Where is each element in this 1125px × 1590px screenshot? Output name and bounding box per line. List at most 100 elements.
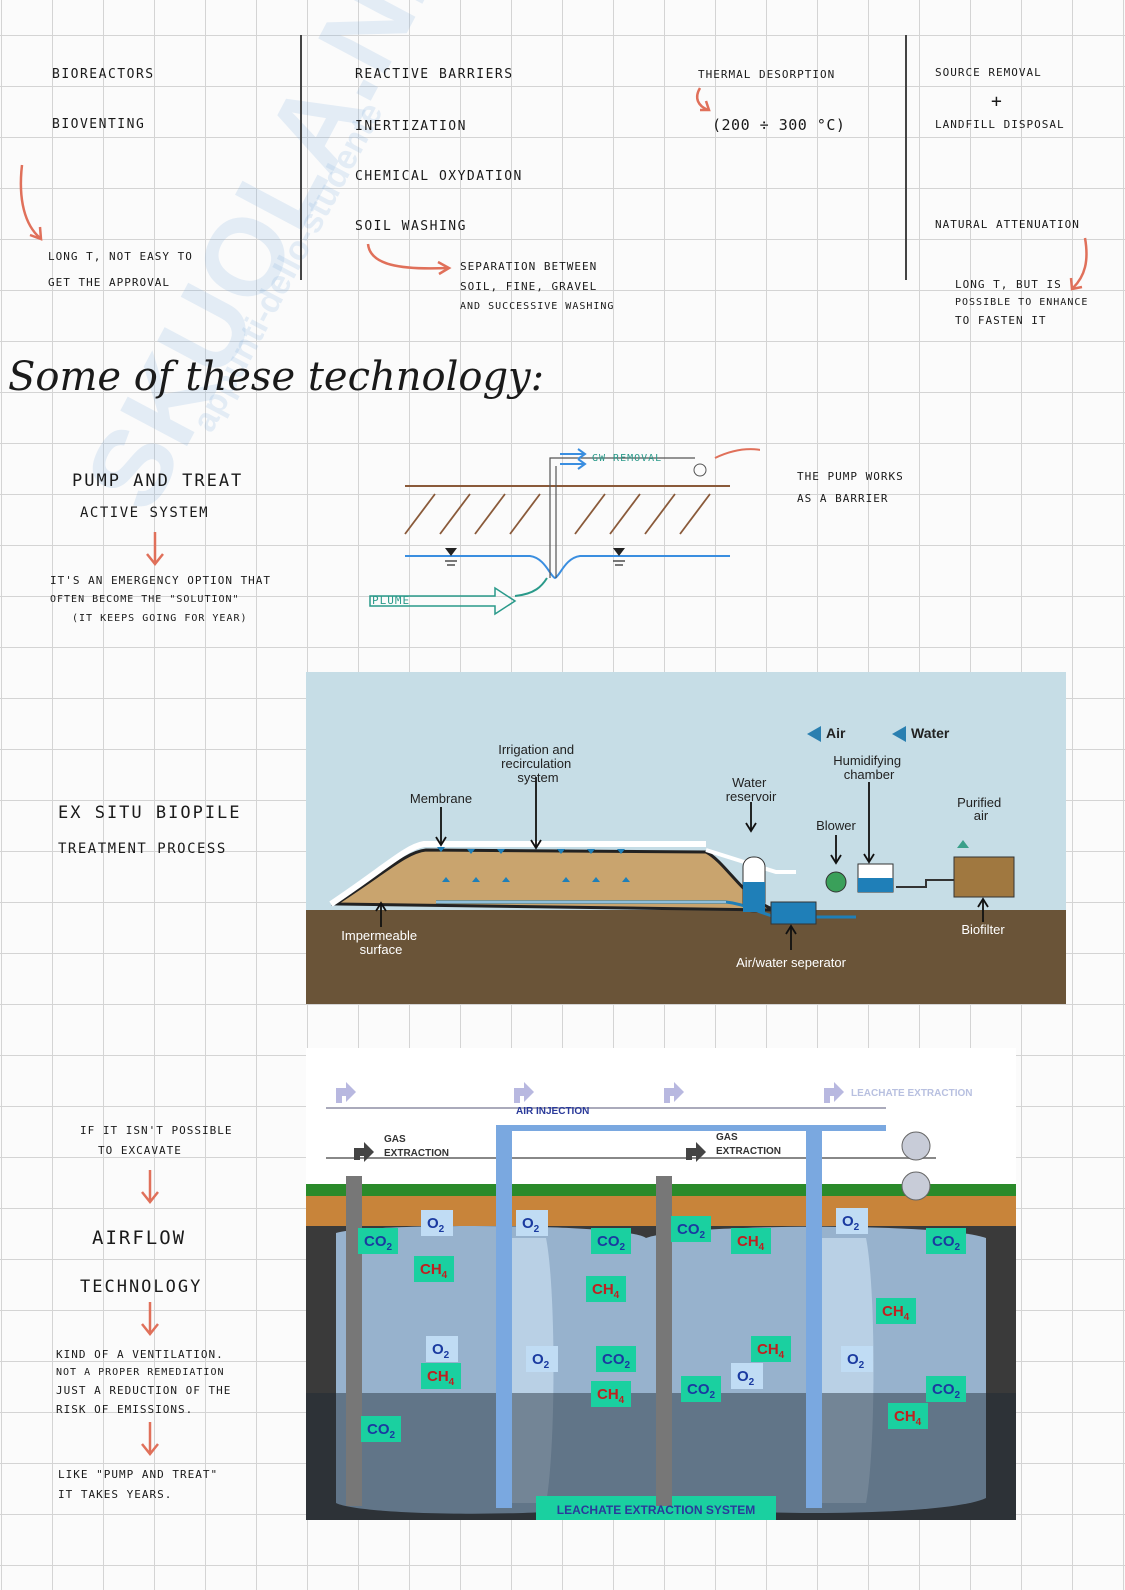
plus-sign: + [991,91,1004,112]
blower-label: Blower [816,818,856,833]
ch4-label: CH4 [882,1303,910,1323]
ch4-box [591,1381,631,1407]
ch4-box [414,1256,454,1282]
ch4-label: CH4 [592,1281,620,1301]
co2-box [671,1216,711,1242]
bioreactors-label: BIOREACTORS [52,67,155,82]
attenuation-note3: TO FASTEN IT [955,314,1047,327]
biopile-subtitle: TREATMENT PROCESS [58,841,227,857]
co2-label: CO2 [597,1233,626,1253]
ch4-label: CH4 [894,1408,922,1428]
co2-box [926,1228,966,1254]
svg-text:Water reservoir: Water reservoir [726,775,777,804]
ch4-label: CH4 [597,1386,625,1406]
gas-extraction-label-2: EXTRACTION [384,1148,449,1159]
irrigation-label-1: Irrigation and [498,742,574,757]
svg-text:Impermeable surface: Impermeable surface [341,928,421,957]
purified-air-label-1: Purified [957,795,1001,810]
reactive-barriers-label: REACTIVE BARRIERS [355,67,514,82]
water-reservoir-label-2: reservoir [726,789,777,804]
ch4-box [751,1336,791,1362]
pump-treat-title: PUMP AND TREAT [72,471,244,491]
gas-extraction-label-3: GAS [716,1132,738,1143]
svg-text:GAS EXTRACTION: GAS EXTRACTION [716,1132,781,1157]
bio-note-line1: LONG t, NOT EASY TO [48,250,193,263]
biopile-title: EX SITU BIOPILE [58,803,242,823]
biofilter-label: Biofilter [961,922,1005,937]
soil-washing-note1: SEPARATION BETWEEN [460,260,598,273]
o2-box [841,1346,873,1372]
o2-box [516,1210,548,1236]
gas-extraction-label-1: GAS [384,1134,406,1145]
irrigation-label-2: recirculation [501,756,571,771]
column-divider [300,35,302,280]
bioventing-label: BIOVENTING [52,117,146,132]
ch4-label: CH4 [427,1368,455,1388]
co2-label: CO2 [602,1351,631,1371]
air-injection-label: AIR INJECTION [516,1106,589,1117]
arrow-down-icon [19,164,43,241]
impermeable-label-2: surface [360,942,403,957]
pump-treat-diagram [369,448,760,616]
arrow-down-icon [141,1422,159,1457]
co2-label: CO2 [932,1233,961,1253]
co2-box [361,1416,401,1442]
soil-washing-note2: SOIL, FINE, GRAVEL [460,280,598,293]
natural-attenuation-label: NATURAL ATTENUATION [935,218,1080,231]
ch4-label: CH4 [757,1341,785,1361]
attenuation-note2: POSSIBLE TO ENHANCE [955,297,1089,308]
legend-water-label: Water [911,725,950,741]
co2-label: CO2 [677,1221,706,1241]
arrow-down-icon [141,1302,159,1337]
pump-treat-subtitle: ACTIVE SYSTEM [80,505,210,521]
airflow-note2: NOT A PROPER REMEDIATION [56,1367,225,1378]
airflow-note1: KIND OF A VENTILATION. [56,1348,224,1361]
gas-extraction-label-4: EXTRACTION [716,1146,781,1157]
membrane-label: Membrane [410,791,472,806]
o2-box [426,1336,458,1362]
arrow-down-icon [696,87,711,112]
gw-removal-label: GW REMOVAL [592,453,663,464]
arrow-down-icon [141,1170,159,1205]
impermeable-label-1: Impermeable [341,928,417,943]
pump-note3: (IT KEEPS GOING FOR YEAR) [72,613,248,624]
column-divider [905,35,907,280]
chemical-oxydation-label: CHEMICAL OXYDATION [355,169,523,184]
co2-box [926,1376,966,1402]
ch4-label: CH4 [737,1233,765,1253]
soil-washing-note3: AND SUCCESSIVE WASHING [460,301,615,312]
co2-label: CO2 [687,1381,716,1401]
ch4-box [876,1298,916,1324]
barrier-note2: AS A BARRIER [797,492,889,505]
humidifying-label-2: chamber [844,767,895,782]
co2-label: CO2 [364,1233,393,1253]
pump-note2: OFTEN BECOME THE "SOLUTION" [50,594,240,605]
attenuation-note1: LONG t, BUT IS [955,278,1062,291]
leachate-system-label: LEACHATE EXTRACTION SYSTEM [557,1503,755,1517]
arrow-down-icon [1069,237,1088,291]
o2-label: O2 [847,1351,865,1371]
legend-air-label: Air [826,725,846,741]
o2-label: O2 [522,1215,540,1235]
co2-label: CO2 [932,1381,961,1401]
o2-label: O2 [532,1351,550,1371]
co2-box [596,1346,636,1372]
svg-text:Purified air: Purified air [957,795,1005,823]
biopile-diagram: Air Water Irrigation and recirculation s… [306,672,1066,1004]
o2-box [836,1208,868,1234]
o2-box [731,1363,763,1389]
co2-box [681,1376,721,1402]
barrier-note1: THE PUMP WORKS [797,470,904,483]
o2-label: O2 [432,1341,450,1361]
technology-title: TECHNOLOGY [80,1277,203,1297]
airflow-note4: RISK OF EMISSIONS. [56,1403,194,1416]
irrigation-label-3: system [517,770,558,785]
co2-box [591,1228,631,1254]
ch4-box [888,1403,928,1429]
ch4-label: CH4 [420,1261,448,1281]
co2-box [358,1228,398,1254]
airflow-note6: IT TAKES YEARS. [58,1488,173,1501]
svg-text:GAS EXTRACTION: GAS EXTRACTION [384,1134,449,1159]
svg-text:Irrigation and recirculati: Irrigation and recirculation system [498,742,578,785]
